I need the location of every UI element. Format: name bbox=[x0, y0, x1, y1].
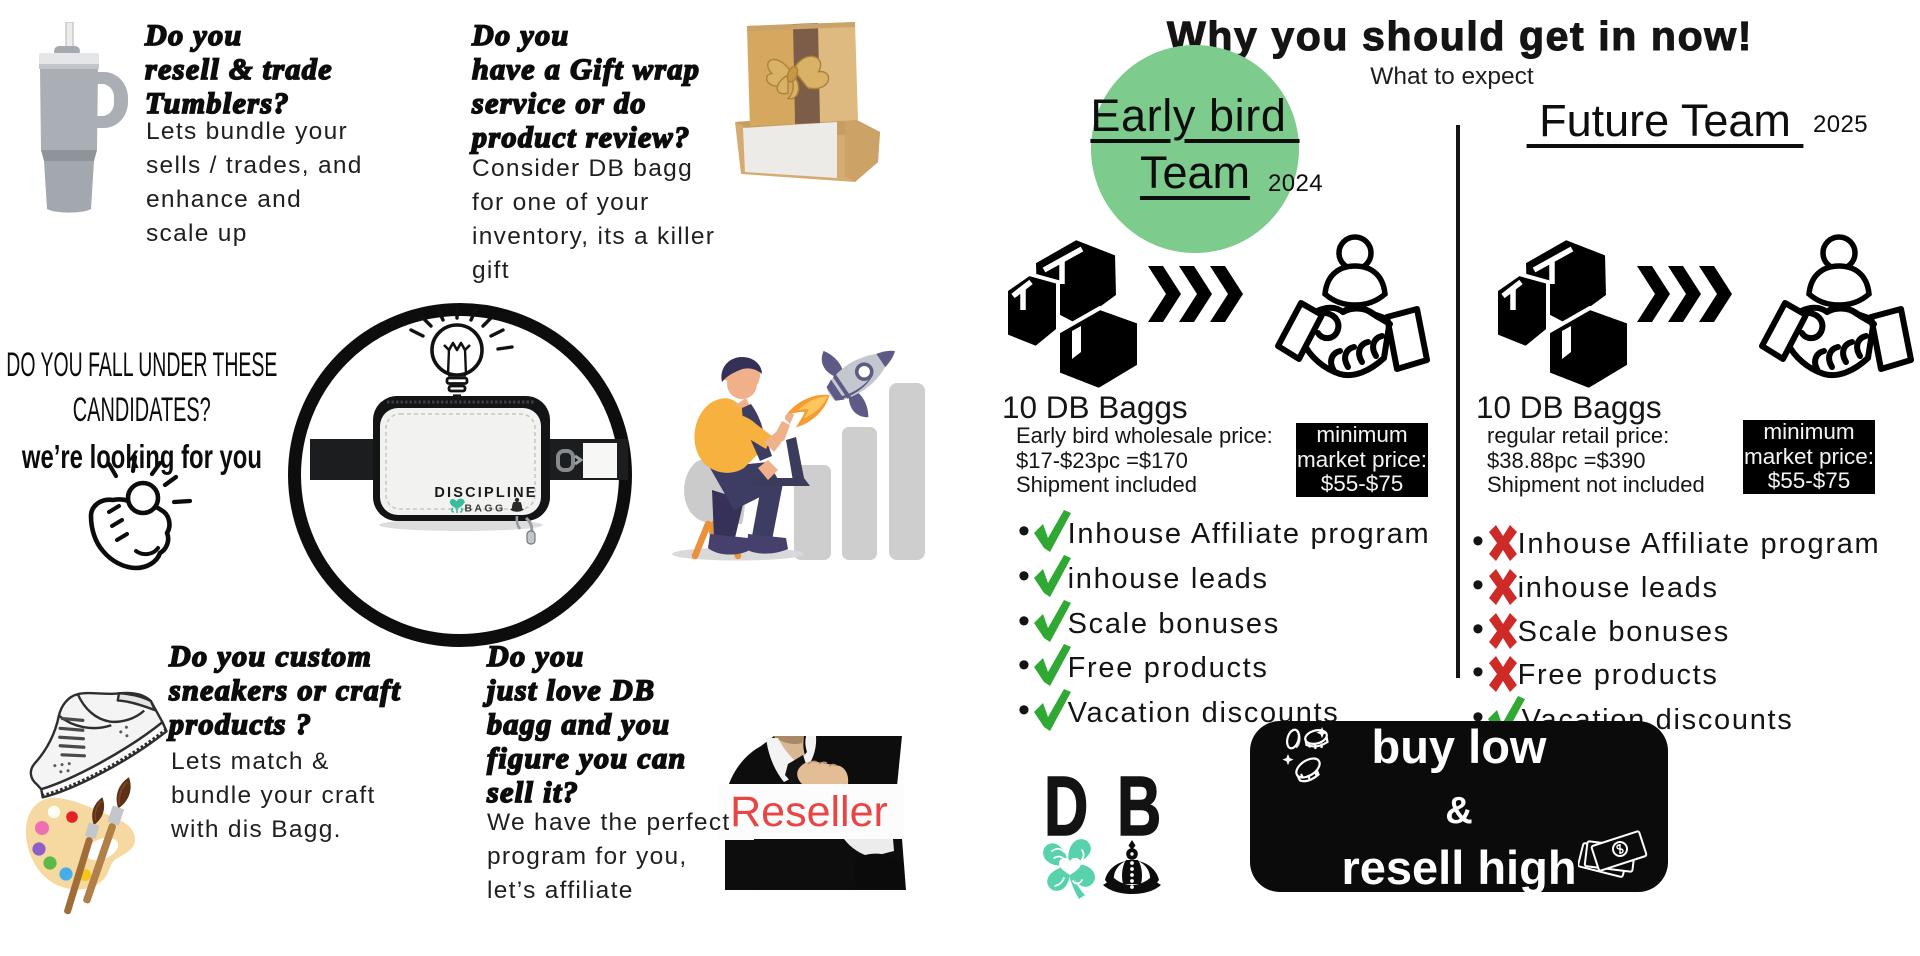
svg-text:Reseller: Reseller bbox=[730, 788, 888, 836]
svg-text:BAGG: BAGG bbox=[464, 503, 505, 515]
svg-text:DISCIPLINE: DISCIPLINE bbox=[434, 485, 537, 501]
